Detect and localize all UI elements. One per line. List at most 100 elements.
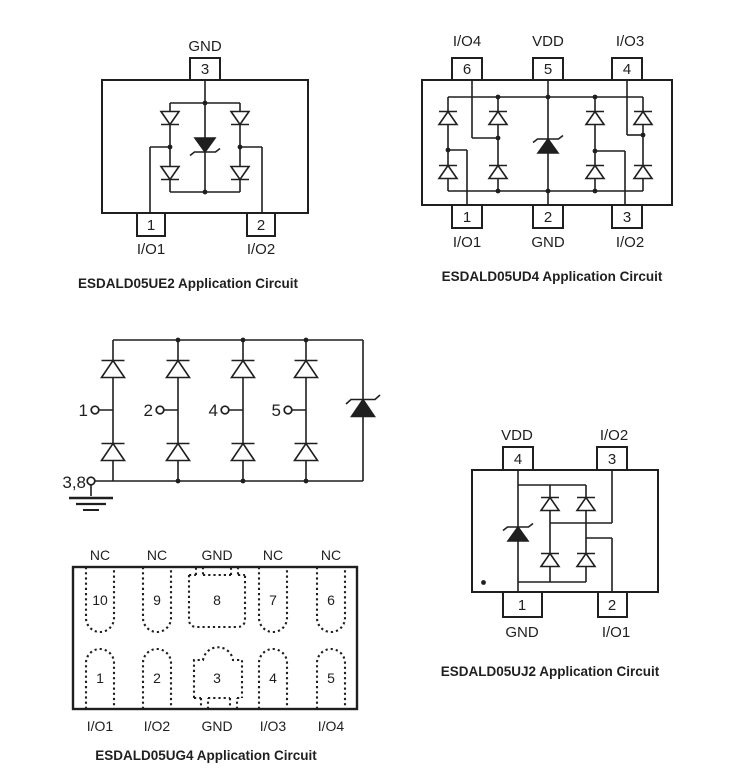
pin-box-4 [611, 57, 643, 81]
diode-icon [585, 164, 605, 180]
diode-icon [488, 110, 508, 126]
pad-number: 5 [327, 670, 335, 686]
pin-box-4 [502, 446, 534, 471]
diode-icon [576, 496, 596, 512]
pin-label-io1: I/O1 [453, 234, 481, 251]
wires [90, 339, 364, 496]
zener-diode-icon [189, 137, 221, 157]
pin-label-io3: I/O3 [616, 33, 644, 50]
junction-dot [592, 94, 598, 100]
pad-outline [84, 648, 116, 709]
zener-diode-icon [345, 394, 381, 418]
pad-outline [315, 567, 347, 633]
junction-dot [495, 135, 501, 141]
pin-box-2 [597, 591, 628, 618]
pin-label-gnd: GND [188, 38, 222, 55]
terminal-circle [283, 405, 293, 415]
pin-label-io2: I/O2 [600, 427, 628, 444]
pin-label-io2: I/O2 [247, 241, 275, 258]
pin-number: 1 [518, 597, 526, 614]
figure-caption: ESDALD05UD4 Application Circuit [442, 269, 663, 284]
diode-icon [576, 552, 596, 568]
pin-label-vdd: VDD [501, 427, 533, 444]
ud4-circuit: I/O4 VDD I/O3 [421, 33, 673, 284]
figure-caption: ESDALD05UJ2 Application Circuit [441, 664, 660, 679]
pad-outline [257, 567, 289, 633]
pin-number: 1 [147, 217, 155, 234]
junction-dot [640, 132, 646, 138]
pin-box-2 [532, 204, 564, 229]
pin-number: 4 [623, 61, 631, 78]
pin-number: 3 [623, 209, 631, 226]
junction-dot [545, 188, 551, 194]
junction-dot [202, 100, 208, 106]
junction-dot [175, 478, 181, 484]
package-outline [71, 565, 359, 711]
pin-label-gnd: GND [505, 624, 539, 641]
pin-number: 6 [463, 61, 471, 78]
terminal-circle [86, 476, 96, 486]
pin-number: 1 [463, 209, 471, 226]
pad-outline [315, 648, 347, 709]
pad-label: I/O1 [87, 718, 114, 734]
package-outline [471, 469, 659, 593]
pad-number: 4 [269, 670, 277, 686]
ue2-circuit: GND 3 1 2 I/O1 I/O2 ESDALD05UE2 [78, 38, 309, 291]
pad-label: NC [263, 547, 283, 563]
zener-diode-icon [502, 522, 534, 542]
diode-icon [540, 496, 560, 512]
pin-number: 5 [544, 61, 552, 78]
pad-label: NC [321, 547, 341, 563]
pin-label-io1: I/O1 [137, 241, 165, 258]
pad-outline-gnd [192, 646, 244, 709]
pin-label-io4: I/O4 [453, 33, 481, 50]
junction-dot [592, 148, 598, 154]
diode-icon [160, 110, 180, 126]
ug4-circuit: NC NC GND NC NC 10 9 8 7 6 1 2 3 4 5 I/O… [71, 547, 359, 763]
pin1-marker-dot [481, 580, 486, 585]
diode-icon [230, 359, 256, 379]
junction-dot [202, 189, 208, 195]
diode-icon [633, 164, 653, 180]
pad-label: I/O3 [260, 718, 287, 734]
pad-outline [257, 648, 289, 709]
pad-number: 10 [92, 592, 108, 608]
junction-dot [592, 188, 598, 194]
pin-box-6 [451, 57, 483, 81]
pin-box-1 [136, 212, 166, 237]
wires [517, 470, 613, 592]
pad-number: 7 [269, 592, 277, 608]
diode-icon [100, 442, 126, 462]
terminal-circle [90, 405, 100, 415]
pin-label-io1: I/O1 [602, 624, 630, 641]
uj2-circuit: VDD I/O2 4 3 1 2 GND I/O1 ESDALD05UJ2 Ap [441, 427, 660, 679]
pad-outline [141, 567, 173, 633]
pin-label-io2: I/O2 [616, 234, 644, 251]
pin-number: 4 [514, 451, 522, 468]
terminal-label: 4 [209, 401, 218, 420]
pin-box-5 [532, 57, 564, 81]
diode-icon [230, 442, 256, 462]
junction-dot [495, 188, 501, 194]
diode-icon [165, 442, 191, 462]
terminal-label: 2 [144, 401, 153, 420]
pad-number: 3 [213, 670, 221, 686]
diode-icon [293, 442, 319, 462]
pad-outline [84, 567, 116, 633]
pad-number: 2 [153, 670, 161, 686]
pin-number: 2 [257, 217, 265, 234]
pad-label: NC [147, 547, 167, 563]
pin-box-1 [451, 204, 483, 229]
pin-number: 2 [544, 209, 552, 226]
pin-label-gnd: GND [531, 234, 565, 251]
diode-icon [230, 165, 250, 181]
terminal-label: 1 [79, 401, 88, 420]
junction-dot [495, 94, 501, 100]
pad-label: GND [201, 547, 232, 563]
ground-icon [69, 496, 113, 511]
diode-icon [633, 110, 653, 126]
diode-icon [540, 552, 560, 568]
terminal-label-gnd: 3,8 [62, 473, 86, 492]
pad-number: 1 [96, 670, 104, 686]
